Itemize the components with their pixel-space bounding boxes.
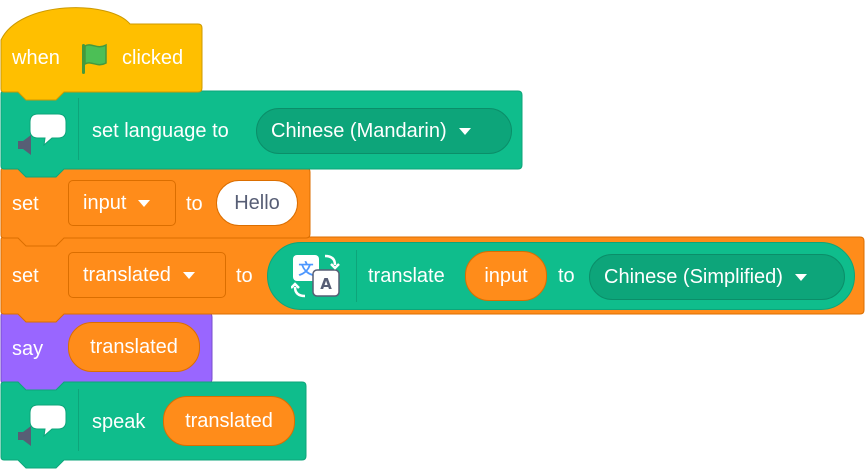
set-label: set xyxy=(12,193,39,215)
variable-dropdown-input[interactable]: input xyxy=(68,180,176,226)
translated-variable-reporter[interactable]: translated xyxy=(68,322,200,372)
target-language-value: Chinese (Simplified) xyxy=(604,265,783,288)
chevron-down-icon xyxy=(458,127,471,135)
to-label: to xyxy=(236,265,253,287)
variable-dropdown-translated[interactable]: translated xyxy=(68,252,226,298)
variable-dropdown-value: input xyxy=(83,191,127,214)
clicked-label: clicked xyxy=(122,47,184,69)
language-dropdown[interactable]: Chinese (Mandarin) xyxy=(256,108,512,154)
block-divider xyxy=(78,98,79,160)
chevron-down-icon xyxy=(794,273,807,281)
block-divider xyxy=(78,389,79,451)
translate-label: translate xyxy=(368,265,445,287)
to-label: to xyxy=(558,265,575,287)
value-input[interactable]: Hello xyxy=(216,180,298,226)
to-label: to xyxy=(186,193,203,215)
language-dropdown-value: Chinese (Mandarin) xyxy=(271,119,447,142)
input-variable-reporter[interactable]: input xyxy=(465,251,547,301)
chevron-down-icon xyxy=(138,199,151,207)
block-divider xyxy=(356,250,357,302)
translated-variable-reporter[interactable]: translated xyxy=(163,396,295,446)
text-to-speech-icon xyxy=(14,399,70,451)
set-label: set xyxy=(12,265,39,287)
variable-dropdown-value: translated xyxy=(83,263,171,286)
target-language-dropdown[interactable]: Chinese (Simplified) xyxy=(589,254,845,300)
green-flag-icon[interactable] xyxy=(78,40,112,76)
set-language-label: set language to xyxy=(92,120,229,142)
svg-text:A: A xyxy=(320,275,332,293)
translate-icon: 文 A xyxy=(290,252,341,300)
text-to-speech-icon xyxy=(14,108,70,160)
speak-label: speak xyxy=(92,411,146,433)
say-label: say xyxy=(12,338,44,360)
chevron-down-icon xyxy=(182,271,195,279)
svg-text:文: 文 xyxy=(298,260,314,278)
when-label: when xyxy=(12,47,60,69)
